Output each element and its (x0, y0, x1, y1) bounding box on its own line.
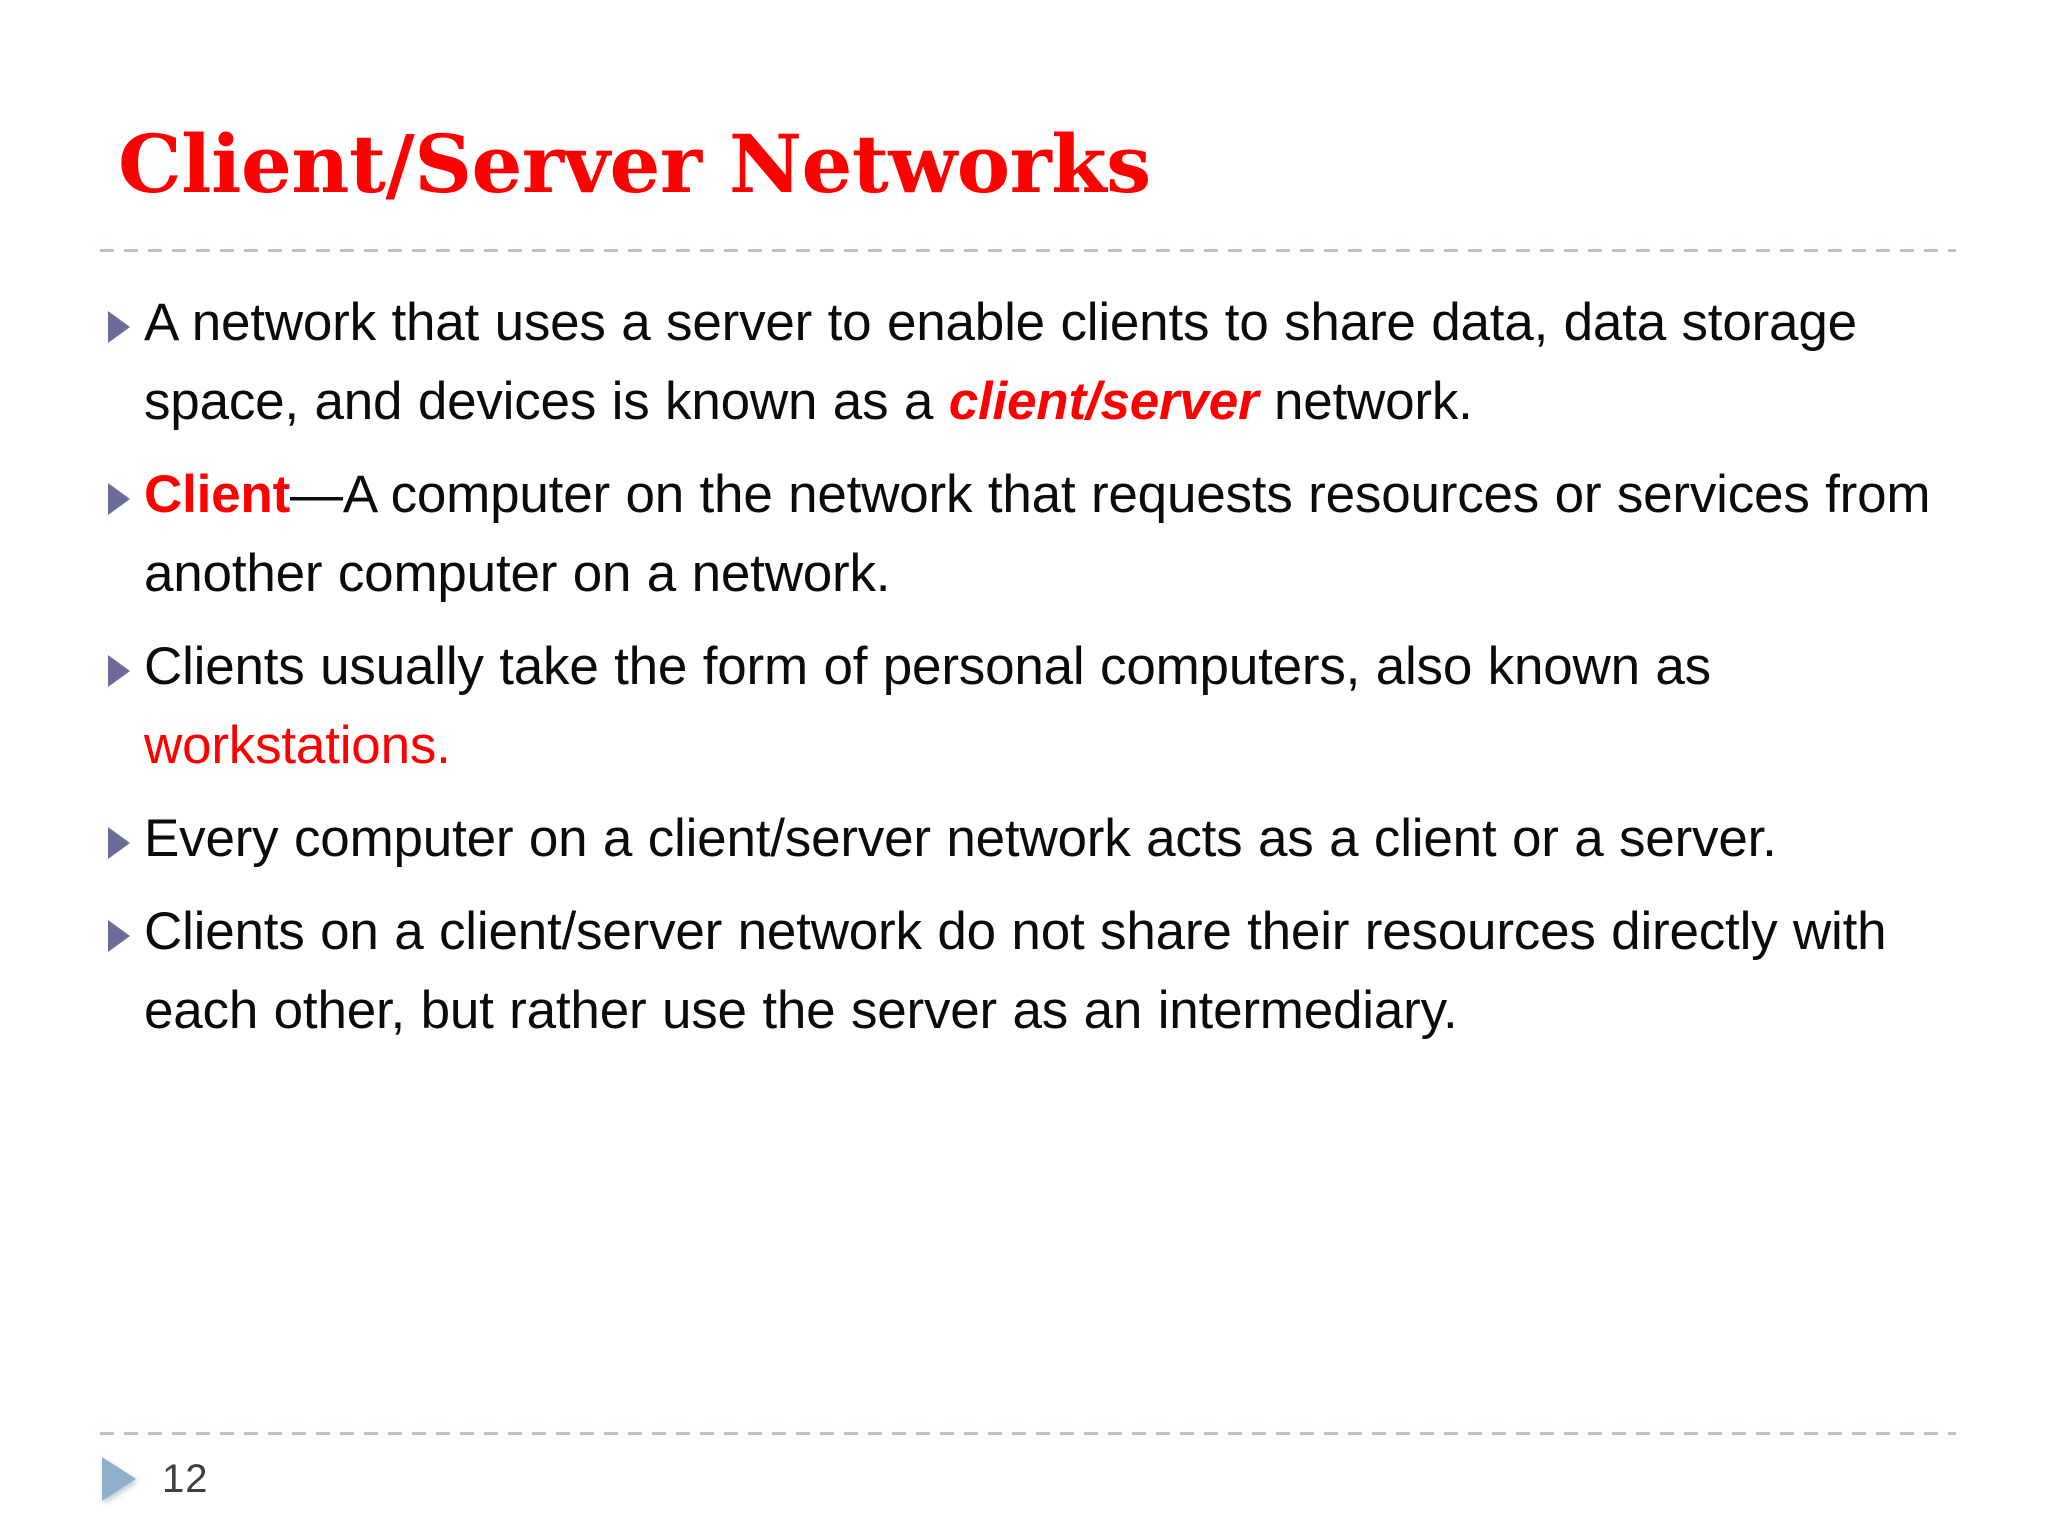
bullet-3-seg-0: Clients usually take the form of persona… (144, 637, 1711, 696)
list-item-text: Every computer on a client/server networ… (144, 799, 1944, 878)
triangle-right-icon (100, 825, 134, 861)
bullet-1-seg-0: A network that uses a server to enable c… (144, 293, 1857, 431)
footer-divider (100, 1432, 1956, 1435)
triangle-right-icon (96, 1453, 142, 1505)
bullet-3-emphasis-workstations: workstations. (144, 716, 451, 775)
list-item: Clients usually take the form of persona… (100, 627, 1970, 785)
triangle-right-icon (100, 653, 134, 689)
bullet-5-seg-0: Clients on a client/server network do no… (144, 902, 1887, 1040)
list-item-text: Clients on a client/server network do no… (144, 892, 1944, 1050)
list-item: A network that uses a server to enable c… (100, 283, 1970, 441)
bullet-2-emphasis-client: Client (144, 465, 291, 524)
page-title: Client/Server Networks (118, 117, 1151, 211)
triangle-right-icon (100, 481, 134, 517)
list-item-text: Clients usually take the form of persona… (144, 627, 1944, 785)
list-item: Client—A computer on the network that re… (100, 455, 1970, 613)
title-zone: Client/Server Networks (118, 118, 1948, 222)
bullet-2-emdash: — (290, 465, 343, 524)
slide-footer: 12 (96, 1446, 209, 1512)
bullet-2-seg-2: A computer on the network that requests … (144, 465, 1931, 603)
bullet-1-emphasis-client-server: client/server (948, 372, 1259, 431)
bullet-4-seg-0: Every computer on a client/server networ… (144, 809, 1777, 868)
bullet-list: A network that uses a server to enable c… (100, 283, 1970, 1050)
page-number: 12 (162, 1457, 209, 1501)
list-item: Every computer on a client/server networ… (100, 799, 1970, 878)
list-item: Clients on a client/server network do no… (100, 892, 1970, 1050)
triangle-right-icon (100, 309, 134, 345)
bullet-1-seg-2: network. (1258, 372, 1473, 431)
list-item-text: Client—A computer on the network that re… (144, 455, 1944, 613)
title-divider (100, 249, 1956, 252)
triangle-right-icon (100, 918, 134, 954)
list-item-text: A network that uses a server to enable c… (144, 283, 1944, 441)
